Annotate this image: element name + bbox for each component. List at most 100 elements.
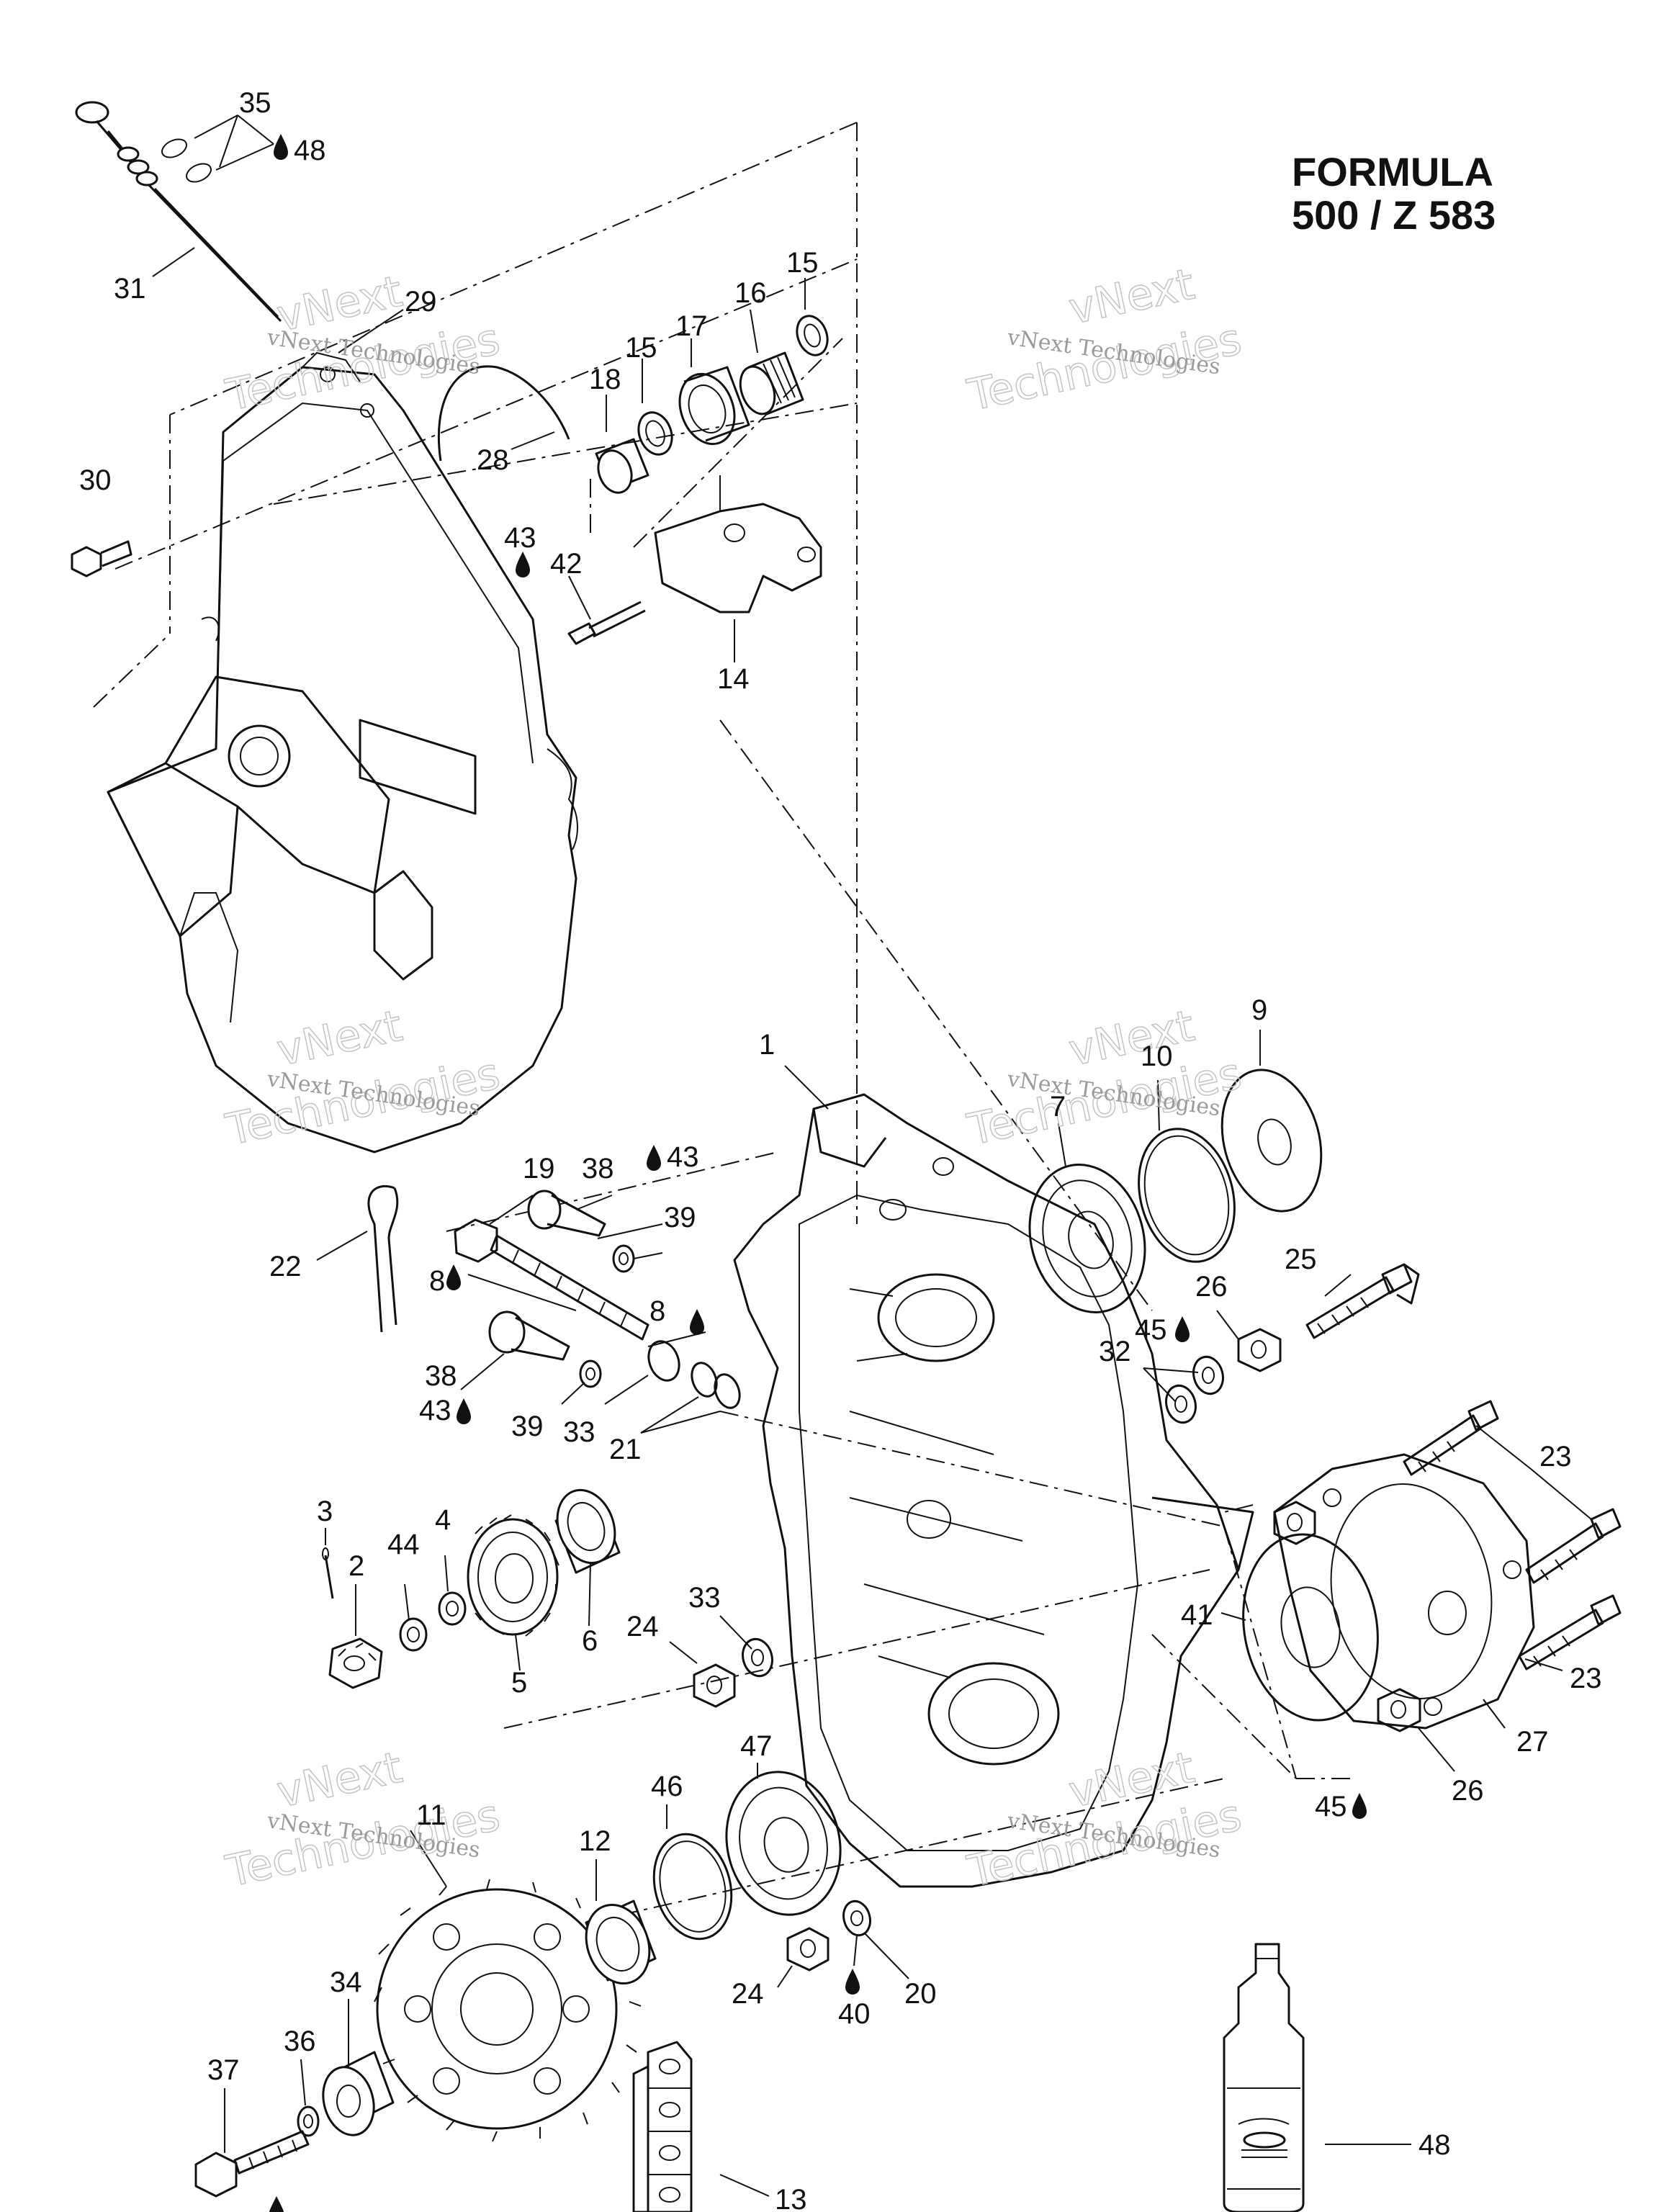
watermark-line2: vNext bbox=[273, 1001, 407, 1076]
seal-41 bbox=[1242, 1533, 1379, 1722]
watermark-line2: vNext bbox=[1065, 259, 1199, 335]
dipstick bbox=[75, 101, 282, 323]
callout-16: 16 bbox=[734, 277, 767, 309]
drop-icon bbox=[845, 1969, 860, 1995]
drop-icon bbox=[446, 1264, 461, 1290]
washer-36 bbox=[297, 2105, 320, 2137]
callout-24b: 24 bbox=[732, 1978, 764, 2010]
washer-9 bbox=[1220, 1069, 1323, 1213]
watermarks: vNext Technologies vNext Technologies vN… bbox=[221, 258, 1246, 1898]
upper-bearing-set bbox=[595, 315, 829, 494]
callout-7: 7 bbox=[1050, 1091, 1066, 1123]
castle-nut-2 bbox=[328, 1637, 383, 1689]
callout-8b: 8 bbox=[649, 1295, 665, 1327]
cover-plate-27 bbox=[1273, 1453, 1535, 1730]
callout-45b: 45 bbox=[1315, 1791, 1347, 1822]
callout-25: 25 bbox=[1285, 1244, 1317, 1275]
callout-33a: 33 bbox=[563, 1416, 595, 1448]
cotter-pin-3 bbox=[322, 1547, 334, 1599]
oil-bottle bbox=[1223, 1943, 1305, 2212]
callout-5: 5 bbox=[511, 1667, 527, 1699]
washer-4 bbox=[438, 1591, 467, 1626]
callout-31: 31 bbox=[114, 273, 146, 305]
assembly-lines bbox=[93, 122, 1354, 1916]
nut-24-upper bbox=[693, 1663, 736, 1708]
callout-23b: 23 bbox=[1570, 1663, 1602, 1694]
callout-6: 6 bbox=[582, 1625, 598, 1657]
breather-hose bbox=[437, 365, 570, 462]
callout-29: 29 bbox=[405, 286, 437, 318]
washer-33-lower bbox=[742, 1637, 773, 1678]
callout-38b: 38 bbox=[425, 1360, 457, 1392]
callout-30: 30 bbox=[79, 464, 112, 496]
bolt-23b bbox=[1525, 1508, 1622, 1584]
diagram-title-line1: FORMULA bbox=[1292, 149, 1493, 194]
callout-27: 27 bbox=[1516, 1726, 1549, 1758]
callout-19: 19 bbox=[523, 1153, 555, 1184]
callout-32: 32 bbox=[1099, 1336, 1131, 1367]
callout-1: 1 bbox=[759, 1029, 775, 1061]
watermark-line2: vNext bbox=[273, 1743, 407, 1818]
callout-38a: 38 bbox=[582, 1153, 614, 1184]
chaincase-cover bbox=[107, 351, 578, 1154]
callout-20: 20 bbox=[904, 1978, 937, 2010]
washer-20 bbox=[842, 1899, 871, 1937]
washer-44 bbox=[399, 1617, 428, 1652]
callout-48b: 48 bbox=[1419, 2129, 1451, 2161]
callout-17: 17 bbox=[675, 310, 708, 342]
o-rings-21 bbox=[691, 1362, 741, 1409]
screw-38-upper bbox=[527, 1190, 606, 1237]
callout-14: 14 bbox=[717, 663, 750, 695]
callout-3: 3 bbox=[317, 1496, 333, 1527]
chain-13 bbox=[632, 2041, 693, 2212]
callout-48a: 48 bbox=[294, 135, 326, 166]
callout-9: 9 bbox=[1251, 994, 1267, 1026]
bolt-25 bbox=[1305, 1263, 1420, 1339]
callout-22: 22 bbox=[269, 1251, 302, 1282]
drop-icon bbox=[647, 1145, 661, 1171]
drop-icon bbox=[1175, 1316, 1190, 1342]
circlip-10 bbox=[1138, 1128, 1236, 1263]
washers-32 bbox=[1165, 1355, 1224, 1424]
callout-11: 11 bbox=[416, 1799, 446, 1831]
drop-icon bbox=[274, 134, 288, 160]
nut-26-upper bbox=[1237, 1328, 1282, 1372]
callout-28: 28 bbox=[477, 444, 509, 476]
spacer-6 bbox=[554, 1488, 621, 1574]
nut-plate bbox=[1273, 1501, 1316, 1545]
callout-10: 10 bbox=[1141, 1040, 1173, 1072]
callout-43a: 43 bbox=[504, 522, 536, 554]
bearing-47 bbox=[725, 1771, 842, 1916]
seal-33-upper bbox=[647, 1340, 680, 1382]
drop-icon bbox=[516, 552, 530, 577]
cotter-pin-22 bbox=[367, 1184, 399, 1333]
washer-39-upper bbox=[612, 1244, 635, 1273]
callout-18: 18 bbox=[589, 364, 621, 395]
bolt-23c bbox=[1518, 1594, 1622, 1671]
bearing-7 bbox=[1028, 1164, 1146, 1313]
chaincase-housing bbox=[733, 1093, 1254, 1888]
callout-26b: 26 bbox=[1452, 1775, 1484, 1807]
callout-15a: 15 bbox=[625, 332, 657, 364]
spacer-34 bbox=[322, 2051, 395, 2136]
drop-icon bbox=[1352, 1793, 1367, 1819]
bolt-23a bbox=[1403, 1400, 1499, 1476]
callout-47: 47 bbox=[740, 1730, 773, 1762]
callout-26a: 26 bbox=[1195, 1271, 1228, 1303]
nut-24-lower bbox=[786, 1927, 830, 1972]
sprocket-5 bbox=[467, 1514, 559, 1637]
callout-12: 12 bbox=[579, 1825, 611, 1857]
circlip-46 bbox=[652, 1833, 733, 1941]
callout-37: 37 bbox=[207, 2054, 240, 2086]
callout-2: 2 bbox=[349, 1550, 364, 1582]
callout-23a: 23 bbox=[1539, 1441, 1572, 1473]
spacer-12 bbox=[585, 1899, 657, 1985]
diagram-title-line2: 500 / Z 583 bbox=[1292, 192, 1496, 238]
bolt-37 bbox=[194, 2130, 310, 2198]
drop-icon bbox=[690, 1309, 704, 1335]
callout-43c: 43 bbox=[419, 1395, 451, 1426]
callout-39a: 39 bbox=[664, 1202, 696, 1233]
callout-8a: 8 bbox=[429, 1265, 445, 1297]
drop-icon bbox=[269, 2196, 284, 2212]
washer-39-lower bbox=[579, 1359, 602, 1388]
